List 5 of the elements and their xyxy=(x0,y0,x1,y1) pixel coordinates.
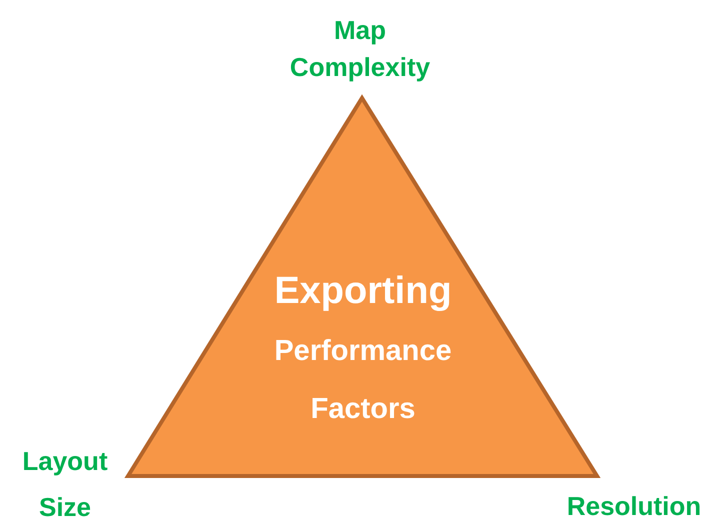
corner-label: Layout Size xyxy=(21,445,109,524)
corner-label: Resolution xyxy=(566,490,702,523)
subtitle-text: Performance Factors xyxy=(273,334,453,427)
corner-label: Map Complexity xyxy=(288,14,432,84)
title-text: Exporting xyxy=(273,269,453,314)
